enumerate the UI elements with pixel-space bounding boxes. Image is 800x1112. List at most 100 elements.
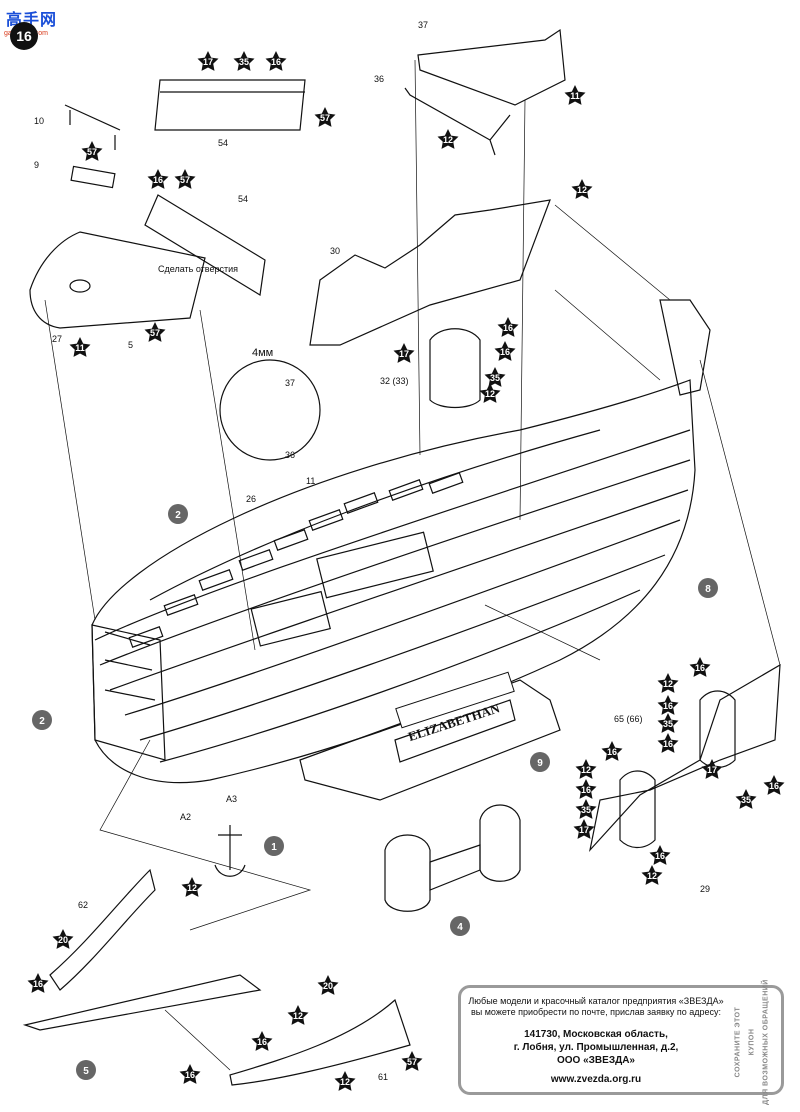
detail-callout	[219, 359, 321, 461]
paint-marker-16: 16	[575, 779, 597, 799]
part-num-37b: 37	[285, 378, 295, 388]
part-num-65: 65 (66)	[614, 714, 643, 724]
svg-text:16: 16	[185, 1070, 195, 1080]
svg-text:4: 4	[457, 922, 463, 933]
step-circle-1: 1	[264, 836, 284, 856]
step-circle-9: 9	[530, 752, 550, 772]
bulkhead-30	[309, 199, 551, 346]
svg-text:16: 16	[695, 663, 705, 673]
step-circle-8: 8	[698, 578, 718, 598]
paint-marker-57: 57	[144, 322, 166, 342]
svg-text:16: 16	[257, 1037, 267, 1047]
svg-text:57: 57	[87, 147, 97, 157]
paint-marker-16: 16	[251, 1031, 273, 1051]
deck-guns	[128, 472, 464, 648]
svg-text:16: 16	[500, 347, 510, 357]
svg-text:11: 11	[570, 91, 580, 101]
paint-marker-12: 12	[479, 383, 501, 403]
coupon-address: 141730, Московская область, г. Лобня, ул…	[467, 1028, 725, 1067]
paint-marker-12: 12	[571, 179, 593, 199]
part-num-36b: 36	[285, 450, 295, 460]
part-num-62: 62	[78, 900, 88, 910]
svg-text:2: 2	[175, 510, 181, 521]
svg-text:35: 35	[490, 373, 500, 383]
paint-marker-17: 17	[393, 343, 415, 363]
svg-text:16: 16	[33, 979, 43, 989]
svg-text:16: 16	[769, 781, 779, 791]
svg-text:16: 16	[271, 57, 281, 67]
svg-text:57: 57	[407, 1057, 417, 1067]
vertical-line-2: КУПОН	[748, 1028, 756, 1056]
svg-text:12: 12	[663, 679, 673, 689]
paint-marker-16: 16	[689, 657, 711, 677]
paint-marker-57: 57	[174, 169, 196, 189]
ship-hull	[91, 379, 696, 784]
catalog-coupon: Любые модели и красочный каталог предпри…	[458, 979, 784, 1105]
paint-marker-35: 35	[735, 789, 757, 809]
paint-marker-57: 57	[81, 141, 103, 161]
paint-marker-57: 57	[314, 107, 336, 127]
quarterdeck-plate	[29, 231, 206, 329]
vertical-line-3: ДЛЯ ВОЗМОЖНЫХ ОБРАЩЕНИЙ	[762, 979, 770, 1105]
paint-marker-17: 17	[197, 51, 219, 71]
part-num-a3: A3	[226, 794, 237, 804]
svg-text:17: 17	[579, 825, 589, 835]
paint-marker-16: 16	[27, 973, 49, 993]
page-number-badge: 16	[10, 22, 38, 50]
svg-text:12: 12	[293, 1011, 303, 1021]
drill-note: Сделать отверстия	[158, 264, 238, 274]
svg-text:17: 17	[399, 349, 409, 359]
svg-text:9: 9	[537, 758, 543, 769]
paint-marker-16: 16	[763, 775, 785, 795]
coupon-vertical-text: СОХРАНИТЕ ЭТОТ КУПОН ДЛЯ ВОЗМОЖНЫХ ОБРАЩ…	[729, 979, 775, 1105]
paint-marker-12: 12	[657, 673, 679, 693]
part-num-5: 5	[128, 340, 133, 350]
svg-text:57: 57	[320, 113, 330, 123]
paint-marker-16: 16	[601, 741, 623, 761]
paint-marker-57: 57	[401, 1051, 423, 1071]
coupon-website[interactable]: www.zvezda.org.ru	[550, 1074, 642, 1085]
svg-text:12: 12	[647, 871, 657, 881]
svg-text:35: 35	[581, 805, 591, 815]
svg-text:20: 20	[58, 935, 68, 945]
svg-text:17: 17	[707, 765, 717, 775]
address-line-2: г. Лобня, ул. Промышленная, д.2,	[513, 1042, 679, 1053]
step-circle-2: 2	[32, 710, 52, 730]
stern-transom	[91, 624, 166, 761]
paint-marker-16: 16	[179, 1064, 201, 1084]
part-num-30: 30	[330, 246, 340, 256]
step-circles: 2 2 8 9 4 1 5	[32, 504, 718, 1080]
paint-marker-16: 16	[494, 341, 516, 361]
paint-marker-16: 16	[497, 317, 519, 337]
part-num-11a: 11	[306, 476, 315, 486]
part-num-54a: 54	[218, 138, 228, 148]
paint-marker-12: 12	[181, 877, 203, 897]
svg-text:2: 2	[39, 716, 45, 727]
paint-marker-12: 12	[641, 865, 663, 885]
part-num-9: 9	[34, 160, 39, 170]
lantern-assembly	[384, 834, 431, 912]
svg-text:35: 35	[663, 719, 673, 729]
part-num-a2: A2	[180, 812, 191, 822]
gap-label: 4мм	[252, 347, 273, 359]
site-logo: 高手网 gao.shou.com 16	[4, 4, 76, 50]
railing-54-side	[144, 194, 266, 296]
head-rail-61	[229, 998, 411, 1086]
paint-marker-16: 16	[649, 845, 671, 865]
svg-text:12: 12	[187, 883, 197, 893]
part-num-27: 27	[52, 334, 62, 344]
svg-text:16: 16	[581, 785, 591, 795]
svg-text:8: 8	[705, 584, 711, 595]
svg-text:12: 12	[340, 1077, 350, 1087]
part-num-36: 36	[374, 74, 384, 84]
paint-marker-35: 35	[657, 713, 679, 733]
paint-marker-11: 11	[69, 337, 91, 357]
address-line-1: 141730, Московская область,	[524, 1029, 668, 1040]
paint-marker-20: 20	[317, 975, 339, 995]
display-stand	[299, 679, 561, 801]
paint-marker-16: 16	[265, 51, 287, 71]
step-circle-5: 5	[76, 1060, 96, 1080]
paint-marker-16: 16	[657, 695, 679, 715]
paint-marker-17: 17	[573, 819, 595, 839]
